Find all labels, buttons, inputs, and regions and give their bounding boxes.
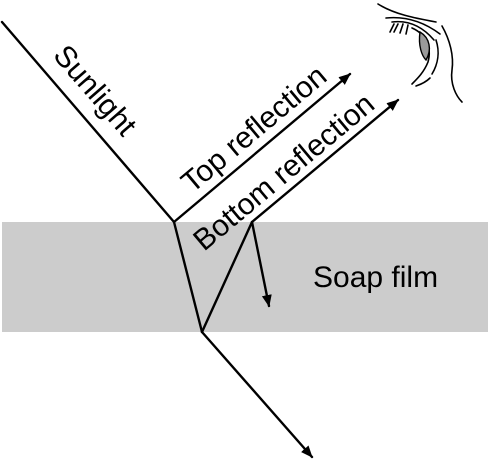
bottom-reflection-ray	[250, 98, 400, 224]
top-reflection-ray	[172, 72, 352, 224]
internal-reflected-ray	[200, 220, 254, 334]
re-reflected-ray-in-film	[250, 220, 272, 308]
eye-icon	[377, 3, 463, 103]
iris-shape	[418, 30, 431, 62]
incident-sunlight-ray	[0, 20, 176, 224]
soap-film-layer	[2, 222, 488, 332]
transmitted-ray	[200, 330, 314, 459]
soap-film-label: Soap film	[313, 261, 438, 294]
refracted-ray-in-film	[172, 220, 204, 334]
